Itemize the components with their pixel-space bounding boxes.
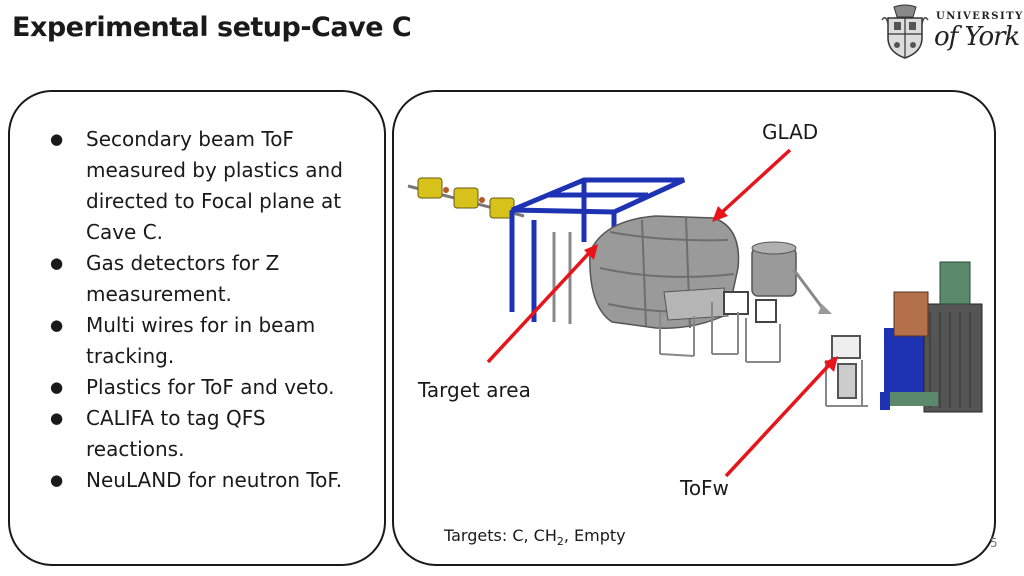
label-target-area: Target area	[418, 378, 531, 402]
glad-magnet	[589, 215, 740, 329]
page-number: 5	[990, 536, 998, 550]
beamline-magnets	[407, 177, 525, 219]
logo-text-york: of York	[934, 22, 1020, 52]
bullet-item: Gas detectors for Z measurement.	[44, 248, 364, 310]
bullet-item: NeuLAND for neutron ToF.	[44, 465, 364, 496]
university-logo: UNIVERSITY of York	[880, 4, 1022, 64]
bullet-item: CALIFA to tag QFS reactions.	[44, 403, 364, 465]
tofw-stand	[825, 335, 868, 407]
targets-note-subscript: 2	[556, 535, 564, 549]
setup-figure-panel: GLAD Target area ToFw Targets: C, CH2, E…	[392, 90, 996, 566]
label-tofw: ToFw	[680, 476, 729, 500]
crest-icon	[881, 4, 929, 59]
detector-stands	[659, 291, 781, 363]
experimental-setup-diagram	[407, 148, 983, 478]
label-glad: GLAD	[762, 120, 819, 144]
targets-note-prefix: Targets: C, CH	[444, 526, 557, 545]
bullet-panel: Secondary beam ToF measured by plastics …	[8, 90, 386, 566]
support-frame	[509, 177, 686, 324]
bullet-item: Multi wires for in beam tracking.	[44, 310, 364, 372]
logo-text-university: UNIVERSITY	[936, 11, 1024, 22]
bullet-item: Secondary beam ToF measured by plastics …	[44, 124, 364, 248]
bullet-list: Secondary beam ToF measured by plastics …	[44, 124, 364, 496]
neuland-detector	[880, 261, 983, 413]
annotation-arrows	[486, 148, 838, 478]
targets-note-suffix: , Empty	[563, 526, 626, 545]
slide-title: Experimental setup-Cave C	[12, 12, 412, 43]
califa-chamber	[751, 241, 832, 314]
bullet-item: Plastics for ToF and veto.	[44, 372, 364, 403]
targets-note: Targets: C, CH2, Empty	[444, 526, 626, 548]
